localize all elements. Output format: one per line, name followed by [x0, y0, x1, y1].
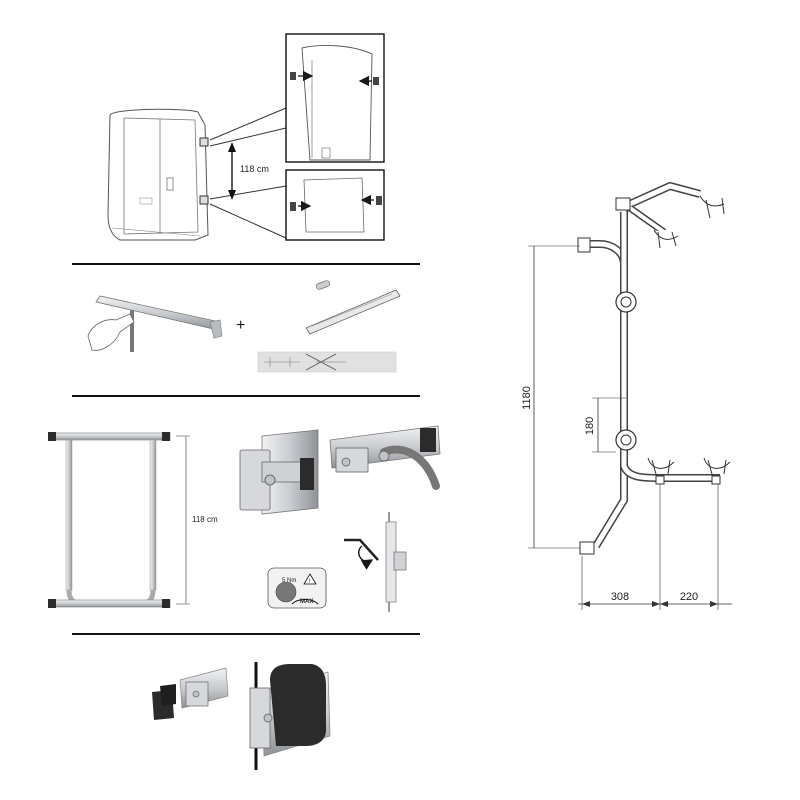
- right-offset-dimension-label: 220: [680, 591, 698, 603]
- end-cap-icon: [48, 599, 56, 608]
- wheel-holder-icon: [653, 229, 679, 240]
- lower-left-clip-icon: [290, 202, 296, 211]
- warning-symbol: !: [309, 579, 311, 585]
- end-cap-icon: [162, 432, 170, 441]
- max-label: MAX: [300, 599, 313, 605]
- lower-detail-box: [285, 169, 385, 241]
- left-offset-dimension-label: 308: [611, 591, 629, 603]
- torque-label: 5 Nm: [282, 578, 296, 584]
- wheel-holder-icon: [699, 195, 725, 207]
- hand-icon: [87, 313, 135, 351]
- screw-icon: [192, 690, 200, 698]
- end-cap-icon: [48, 432, 56, 441]
- rack-technical-drawing: [528, 181, 732, 610]
- end-cap-icon: [162, 599, 170, 608]
- upper-left-clip-icon: [290, 72, 296, 80]
- spacing-dimension-label: 180: [584, 417, 596, 435]
- lower-bracket-icon: [199, 195, 209, 205]
- end-cap-icon: [270, 664, 326, 746]
- roll-icon: [315, 280, 331, 290]
- upper-right-clip-icon: [373, 77, 379, 85]
- step4-endcap-illustration: [152, 662, 331, 770]
- step1-van-illustration: 118 cm: [107, 33, 385, 241]
- drilling-template-icon: [305, 289, 401, 335]
- height-dimension-label: 1180: [521, 386, 533, 410]
- screw-icon: [263, 713, 273, 723]
- bottom-mount-clamp-icon: [579, 541, 595, 555]
- screw-icon: [264, 474, 276, 486]
- plus-sign: +: [236, 317, 245, 334]
- rotate-arrow-icon: [358, 545, 374, 570]
- hex-key-icon: [344, 538, 379, 561]
- bracket-distance-label: 118 cm: [240, 164, 269, 174]
- screw-icon: [341, 457, 351, 467]
- wrench-icon: [275, 581, 297, 603]
- lower-right-clip-icon: [376, 196, 382, 205]
- top-mount-clamp-icon: [577, 237, 591, 253]
- upper-bracket-icon: [199, 137, 209, 147]
- wheel-holder-icon: [647, 457, 675, 469]
- wheel-holder-icon: [703, 457, 731, 469]
- frame-height-label: 118 cm: [192, 515, 218, 524]
- step3-frame-illustration: 118 cm 5 Nm ! MAX: [48, 425, 441, 612]
- warning-icon: [303, 573, 317, 585]
- step2-bar-illustration: +: [87, 280, 401, 373]
